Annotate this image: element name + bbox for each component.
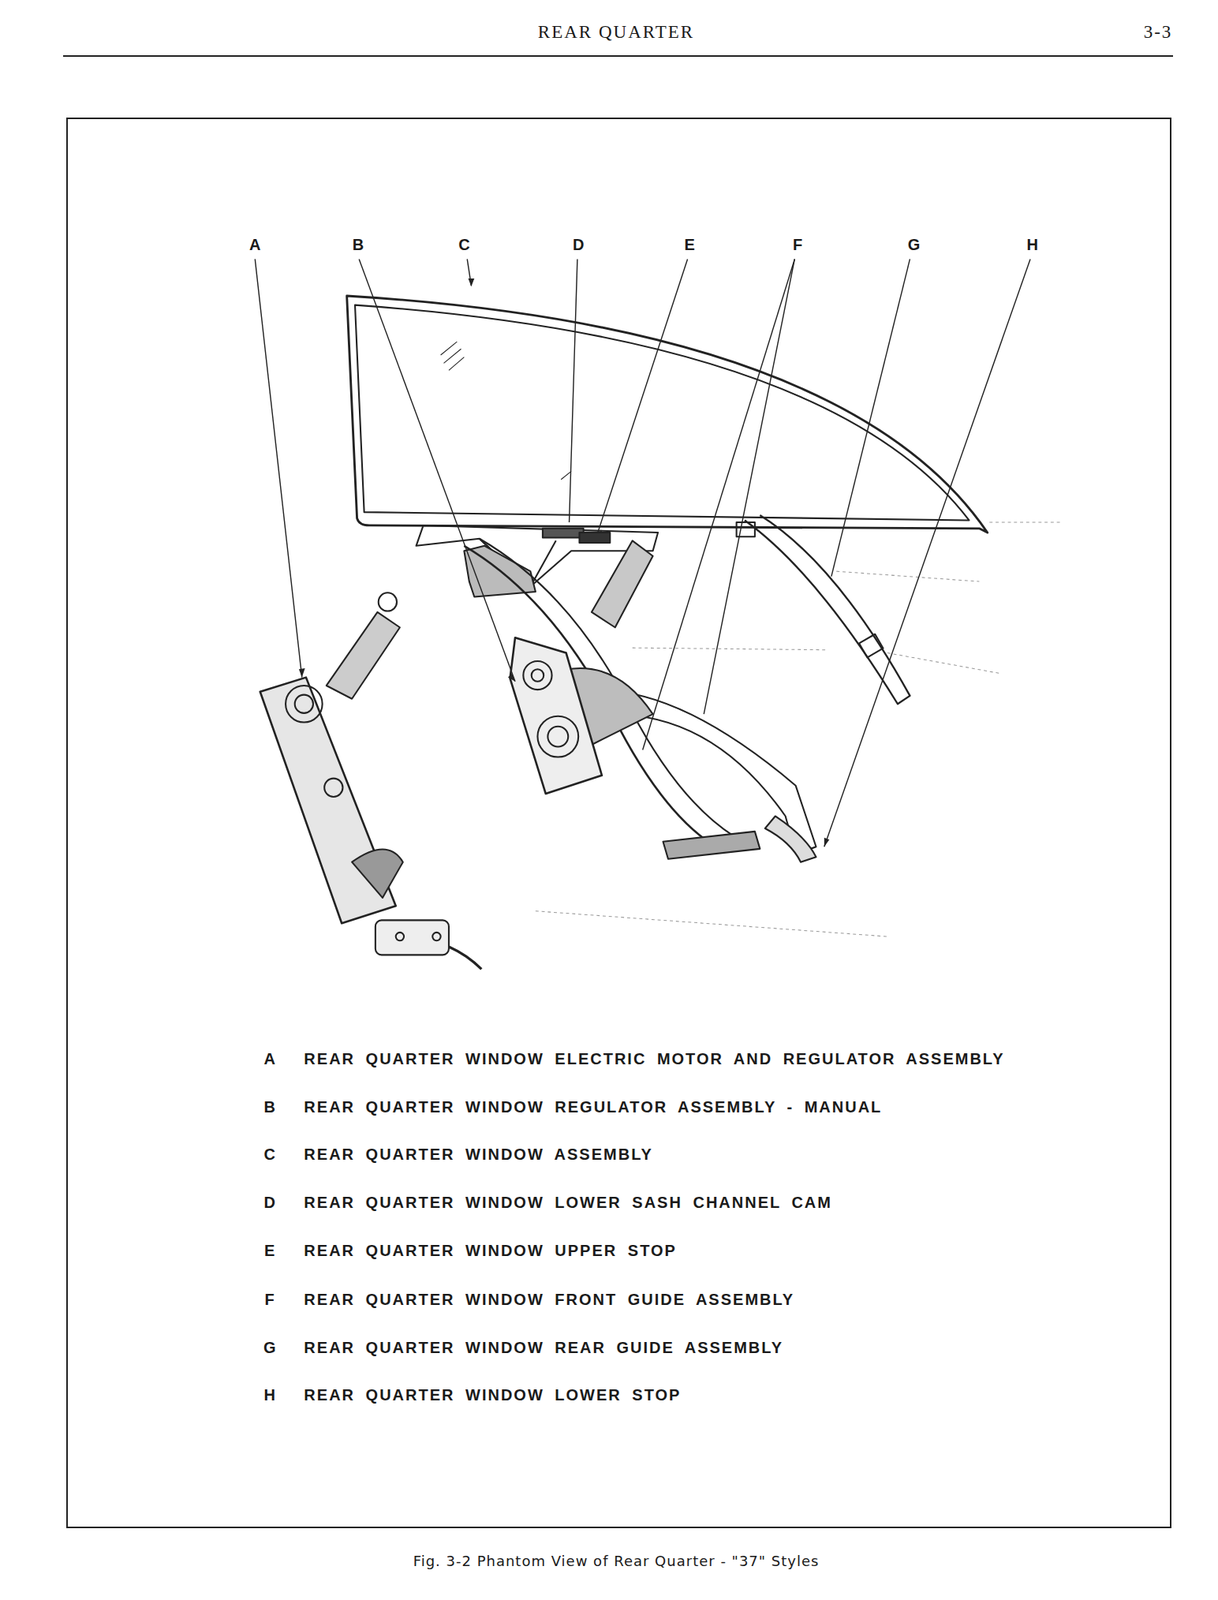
key-letter: C (263, 1145, 277, 1164)
key-description: REAR QUARTER WINDOW ELECTRIC MOTOR AND R… (303, 1049, 1005, 1069)
key-letter: H (263, 1386, 277, 1405)
key-description: REAR QUARTER WINDOW ASSEMBLY (303, 1145, 654, 1164)
upper-stop (579, 532, 610, 543)
callout-letter: C (458, 235, 470, 255)
regulator-spring-center (547, 726, 568, 748)
key-letter: G (263, 1338, 278, 1357)
key-letter: A (263, 1049, 277, 1069)
channel-cam (542, 528, 584, 539)
motor-cord (448, 946, 482, 969)
regulator-hub (523, 661, 552, 690)
regulator-spring (537, 716, 579, 758)
key-letter: F (265, 1290, 277, 1309)
rear-guide (744, 515, 910, 704)
motor-gear (351, 849, 404, 898)
figure-caption: Fig. 3-2 Phantom View of Rear Quarter - … (413, 1552, 820, 1570)
rear-guide-clip (859, 634, 884, 658)
key-letter: E (264, 1241, 277, 1260)
motor-bolt (396, 932, 404, 941)
window-glass (347, 295, 988, 533)
key-description: REAR QUARTER WINDOW UPPER STOP (303, 1241, 677, 1260)
regulator-plate (510, 637, 602, 794)
callout-letter: D (572, 235, 584, 255)
key-description: REAR QUARTER WINDOW LOWER SASH CHANNEL C… (303, 1193, 833, 1212)
callout-letter: E (683, 235, 695, 255)
key-description: REAR QUARTER WINDOW REGULATOR ASSEMBLY -… (303, 1098, 882, 1117)
callout-letter: H (1026, 235, 1038, 255)
arm-roller (378, 592, 397, 611)
guide-plate (663, 831, 761, 860)
page-number: 3-3 (1143, 22, 1174, 43)
motor-arm (326, 612, 400, 699)
motor-bolt (432, 932, 441, 941)
front-guide-edge (479, 538, 735, 837)
callout-letter: F (792, 235, 803, 255)
phantom-lines (535, 522, 1062, 937)
key-letter: D (263, 1193, 277, 1212)
key-description: REAR QUARTER WINDOW REAR GUIDE ASSEMBLY (303, 1338, 784, 1357)
leader-lines (254, 258, 1031, 847)
callout-letter: G (907, 235, 921, 255)
regulator-arm (591, 540, 654, 628)
header-rule (63, 55, 1174, 57)
motor-pivot (324, 778, 343, 797)
glass-highlight (440, 341, 572, 480)
callout-letter: B (352, 235, 364, 255)
motor-spring (285, 685, 323, 723)
regulator-hub-center (531, 668, 545, 682)
motor-spring-center (295, 694, 314, 714)
callout-letter: A (249, 235, 261, 255)
electric-motor (375, 919, 449, 955)
key-letter: B (263, 1098, 277, 1117)
lower-stop (765, 815, 817, 862)
leader-arrowheads (298, 278, 830, 847)
figure-frame (67, 118, 1171, 1528)
key-description: REAR QUARTER WINDOW FRONT GUIDE ASSEMBLY (303, 1290, 795, 1309)
window-drawing (254, 258, 1062, 969)
running-header: REAR QUARTER (538, 22, 695, 43)
key-description: REAR QUARTER WINDOW LOWER STOP (303, 1386, 681, 1405)
front-guide (463, 545, 719, 849)
